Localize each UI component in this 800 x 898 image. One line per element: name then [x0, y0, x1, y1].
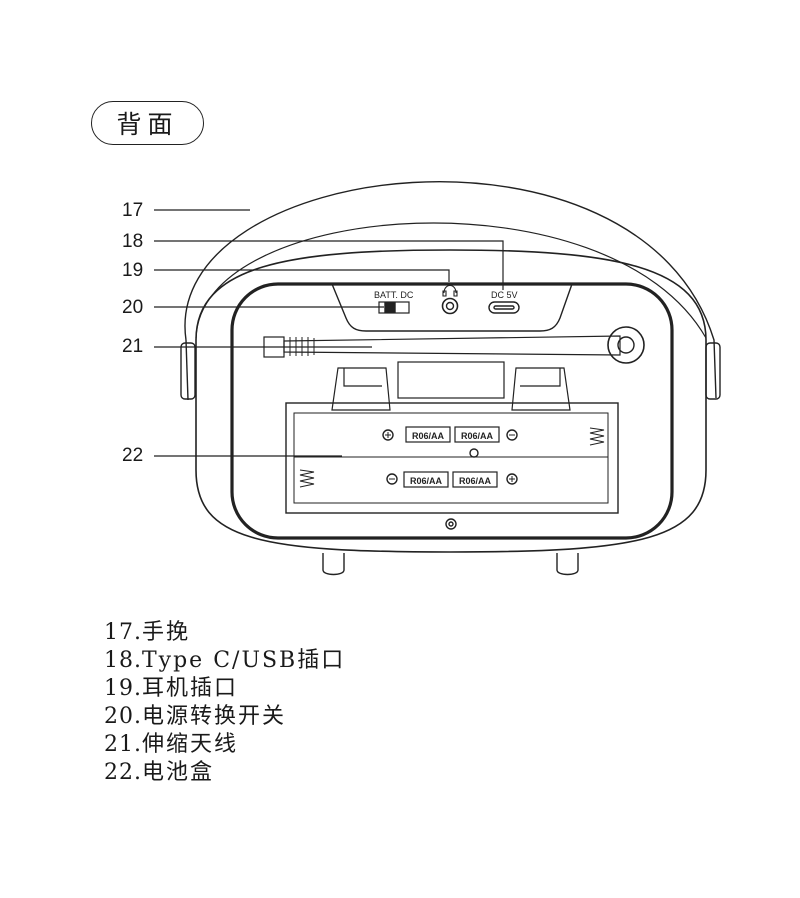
side-knob-right: [705, 342, 721, 400]
center-screw: [469, 448, 479, 458]
back-panel: [230, 282, 674, 540]
battery-label-2: R06/AA: [461, 431, 494, 441]
legend-text: 耳机插口: [142, 676, 239, 701]
cover-tab-right: [511, 367, 571, 411]
leader-line-19: [154, 269, 450, 282]
battery-box: [285, 402, 619, 514]
legend-text: 伸缩天线: [142, 732, 239, 757]
callout-number-20: 20: [122, 297, 144, 318]
control-strip: [331, 283, 573, 332]
body-outer: [195, 249, 707, 553]
legend-text: Type C/USB插口: [142, 648, 346, 673]
minus-terminal-top: [506, 429, 518, 441]
plus-terminal-top: [382, 429, 394, 441]
legend-item: 21 伸缩天线: [104, 726, 345, 757]
callout-number-19: 19: [122, 260, 144, 281]
headphone-icon: [442, 284, 458, 297]
display-window: [397, 361, 505, 399]
battery-box-inner: [293, 412, 609, 504]
usb-label: DC 5V: [491, 290, 518, 300]
parts-legend: 17 手挽 18 Type C/USB插口 19 耳机插口 20 电源转换开关 …: [104, 614, 345, 785]
legend-text: 电池盒: [142, 760, 215, 785]
plus-sign-bottom: [509, 476, 515, 482]
bottom-screw: [445, 518, 457, 530]
legend-item: 19 耳机插口: [104, 670, 345, 701]
antenna-pivot: [607, 326, 645, 364]
battery-label-4: R06/AA: [459, 476, 492, 486]
handle-outer: [184, 181, 717, 399]
legend-number: 22: [104, 760, 142, 785]
foot-left: [322, 553, 345, 576]
usb-c-port-inner: [493, 305, 515, 310]
handle-inner: [195, 222, 707, 339]
leader-line-18: [154, 240, 504, 290]
callout-number-18: 18: [122, 231, 144, 252]
legend-text: 手挽: [142, 620, 191, 645]
battery-slot-2: [454, 426, 500, 443]
switch-label: BATT. DC: [374, 290, 414, 300]
headphone-jack: [441, 297, 459, 315]
battery-slot-4: [452, 471, 498, 488]
bottom-screw-inner: [448, 521, 454, 527]
cover-tab-left: [331, 367, 391, 411]
legend-number: 21: [104, 732, 142, 757]
spring-bottom-left: [299, 469, 315, 488]
legend-number: 17: [104, 620, 142, 645]
side-knob-left: [180, 342, 196, 400]
minus-terminal-bottom: [386, 473, 398, 485]
foot-right: [556, 553, 579, 576]
battery-slot-3: [403, 471, 449, 488]
legend-number: 18: [104, 648, 142, 673]
battery-label-3: R06/AA: [410, 476, 443, 486]
legend-item: 18 Type C/USB插口: [104, 642, 345, 673]
legend-item: 22 电池盒: [104, 754, 345, 785]
plus-terminal-bottom: [506, 473, 518, 485]
legend-number: 20: [104, 704, 142, 729]
legend-item: 17 手挽: [104, 614, 345, 645]
antenna-rod: [283, 335, 621, 356]
battery-label-1: R06/AA: [412, 431, 445, 441]
legend-item: 20 电源转换开关: [104, 698, 345, 729]
antenna-pivot-inner: [617, 336, 635, 354]
battery-slot-1: [405, 426, 451, 443]
plus-sign-top: [385, 432, 391, 438]
callout-number-22: 22: [122, 445, 144, 466]
handle-left-leg: [185, 339, 189, 401]
legend-text: 电源转换开关: [142, 704, 287, 729]
callout-number-21: 21: [122, 336, 144, 357]
usb-c-port: [488, 301, 520, 314]
section-title: 背面: [91, 101, 204, 145]
headphone-jack-hole: [445, 301, 455, 311]
callout-number-17: 17: [122, 200, 144, 221]
power-switch-knob: [384, 302, 396, 313]
spring-top-right: [589, 427, 605, 446]
legend-number: 19: [104, 676, 142, 701]
